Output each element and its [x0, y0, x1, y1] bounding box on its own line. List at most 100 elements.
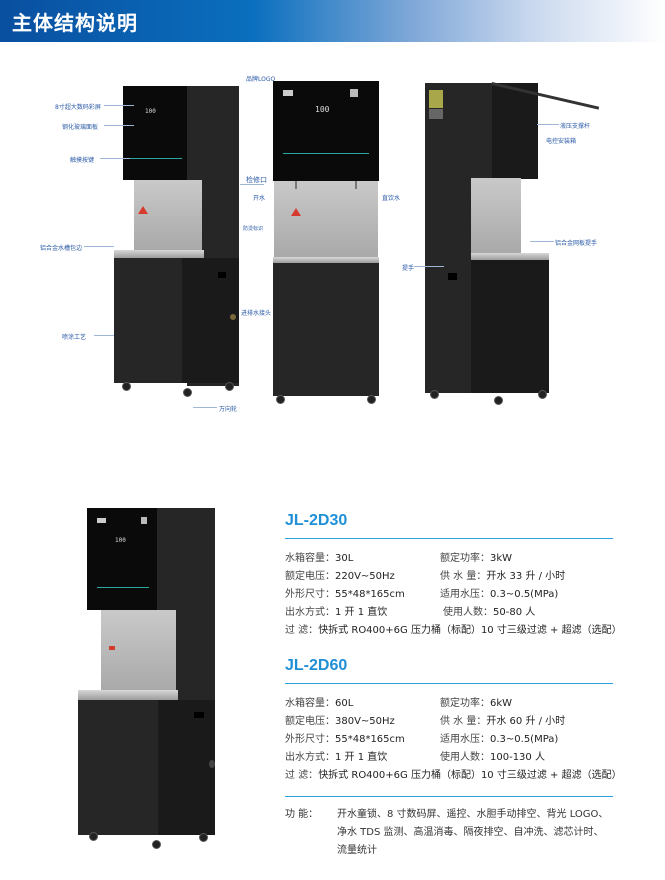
features-label: 功 能：: [285, 809, 319, 820]
divider: [285, 796, 613, 797]
spec-label: 适用水压：: [440, 734, 490, 745]
spec-value: 55*48*165cm: [335, 589, 405, 600]
spec-tank-capacity: 水箱容量：30L: [285, 549, 353, 564]
hot-water-tap-icon: [295, 181, 297, 189]
spec-filter: 过 滤：快拆式 RO400+6G 压力桶（标配）10 寸三级过滤 + 超滤（选配…: [285, 766, 622, 781]
spec-value: 1 开 1 直饮: [335, 752, 388, 763]
features-line: 流量统计: [337, 845, 377, 856]
glass-panel: [87, 508, 157, 610]
spec-value: 6kW: [490, 698, 513, 709]
spec-value: 快拆式 RO400+6G 压力桶（标配）10 寸三级过滤 + 超滤（选配）: [318, 625, 622, 636]
callout-line: [104, 125, 134, 126]
spec-label: 水箱容量：: [285, 553, 335, 564]
spec-label: 水箱容量：: [285, 698, 335, 709]
water-connector-icon: [209, 760, 215, 768]
spec-label: 供 水 量：: [440, 716, 487, 727]
callout-hot-water: 开水: [253, 195, 266, 202]
steel-backsplash: [274, 181, 378, 257]
water-connector-icon: [230, 314, 236, 320]
callout-hydraulic-strut: 液压支撑杆: [560, 123, 591, 130]
spec-value: 220V~50Hz: [335, 571, 395, 582]
screen-display: 100: [115, 537, 126, 544]
model-title: JL-2D60: [285, 657, 348, 674]
caster-wheel-icon: [152, 840, 161, 849]
steel-backsplash: [134, 180, 202, 250]
spec-value: 60L: [335, 698, 354, 709]
qr-code-icon: [350, 89, 358, 97]
section-header-bar: 主体结构说明: [0, 0, 665, 42]
caster-wheel-icon: [89, 832, 98, 841]
callout-water-connector: 进排水接头: [241, 310, 272, 317]
spec-dimensions: 外形尺寸：55*48*165cm: [285, 585, 405, 600]
drinking-water-tap-icon: [355, 181, 357, 189]
caster-wheel-icon: [122, 382, 131, 391]
light-strip: [283, 153, 369, 154]
spec-value: 55*48*165cm: [335, 734, 405, 745]
spec-tank-capacity: 水箱容量：60L: [285, 694, 353, 709]
cabinet-side: [158, 700, 215, 835]
spec-outlet-mode: 出水方式：1 开 1 直饮: [285, 603, 387, 618]
spec-label: 使用人数：: [440, 752, 490, 763]
screen-display: 100: [145, 108, 156, 115]
callout-brand-logo: 品牌LOGO: [246, 76, 276, 83]
drip-tray: [114, 250, 204, 258]
drip-tray: [471, 253, 549, 260]
caster-wheel-icon: [199, 833, 208, 842]
spec-value: 0.3~0.5(MPa): [490, 589, 559, 600]
caster-wheel-icon: [276, 395, 285, 404]
spec-value: 快拆式 RO400+6G 压力桶（标配）10 寸三级过滤 + 超滤（选配）: [318, 770, 622, 781]
callout-spray-coating: 喷涂工艺: [62, 334, 87, 341]
brand-logo-icon: [283, 90, 293, 96]
hot-warning-icon: [138, 206, 148, 214]
caster-wheel-icon: [494, 396, 503, 405]
spec-label: 外形尺寸：: [285, 589, 335, 600]
spec-label-sticker: [429, 90, 443, 108]
spec-value: 1 开 1 直饮: [335, 607, 388, 618]
features-line: 净水 TDS 监测、高温消毒、隔夜排空、自冲洗、滤芯计时、: [337, 827, 604, 838]
spec-label: 供 水 量：: [440, 571, 487, 582]
spec-label: 过 滤：: [285, 770, 319, 781]
spec-dimensions: 外形尺寸：55*48*165cm: [285, 730, 405, 745]
callout-scald-warning: 防烫标识: [243, 226, 264, 232]
qr-code-icon: [141, 517, 147, 524]
callout-line: [530, 241, 554, 242]
spec-value: 开水 33 升 / 小时: [486, 571, 566, 582]
handle-icon: [194, 712, 204, 718]
spec-water-pressure: 适用水压：0.3~0.5(MPa): [440, 730, 558, 745]
features-line: 开水童锁、8 寸数码屏、遥控、水胆手动排空、背光 LOGO、: [337, 809, 609, 820]
spec-filter: 过 滤：快拆式 RO400+6G 压力桶（标配）10 寸三级过滤 + 超滤（选配…: [285, 621, 622, 636]
glass-panel: [273, 81, 379, 181]
callout-line: [193, 407, 217, 408]
callout-line: [94, 335, 114, 336]
spec-label: 额定电压：: [285, 571, 335, 582]
spec-value: 3kW: [490, 553, 513, 564]
hot-warning-icon: [291, 208, 301, 216]
caster-wheel-icon: [183, 388, 192, 397]
spec-label: 额定功率：: [440, 698, 490, 709]
callout-control-box: 电控安装箱: [546, 138, 577, 145]
spec-label: 出水方式：: [285, 752, 335, 763]
spec-label: 使用人数：: [443, 607, 493, 618]
caster-wheel-icon: [430, 390, 439, 399]
spec-users: 使用人数：100-130 人: [440, 748, 545, 763]
spec-value: 30L: [335, 553, 354, 564]
spec-label: 额定功率：: [440, 553, 490, 564]
callout-glass-panel: 钢化玻璃面板: [62, 124, 99, 131]
callout-line: [537, 124, 559, 125]
steel-backsplash: [471, 178, 521, 253]
spec-label: 额定电压：: [285, 716, 335, 727]
callout-caster: 万向轮: [219, 406, 238, 413]
cabinet-side: [182, 258, 239, 383]
spec-users: 使用人数：50-80 人: [443, 603, 535, 618]
cabinet-side: [471, 260, 549, 393]
spec-rated-power: 额定功率：6kW: [440, 694, 512, 709]
brand-logo-icon: [97, 518, 106, 523]
hot-warning-icon: [109, 646, 115, 650]
spec-label: 适用水压：: [440, 589, 490, 600]
drip-tray: [273, 257, 379, 263]
callout-line: [240, 184, 264, 185]
spec-outlet-mode: 出水方式：1 开 1 直饮: [285, 748, 387, 763]
spec-rated-voltage: 额定电压：380V~50Hz: [285, 712, 395, 727]
handle-icon: [448, 273, 457, 280]
spec-label-sticker: [429, 109, 443, 119]
